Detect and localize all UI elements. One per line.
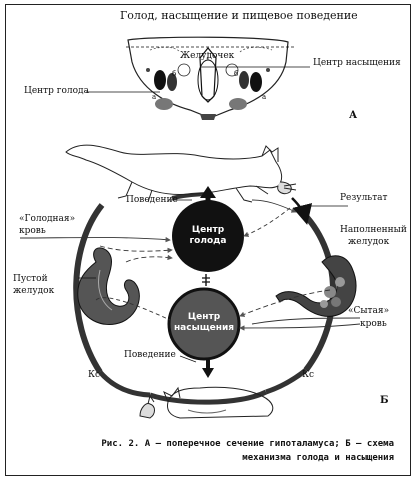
panel-a-marker: А <box>349 110 358 121</box>
full-stomach-label-1: Наполненный <box>340 225 407 235</box>
satiety-center-line-1: Центр <box>187 312 221 322</box>
behavior-top-label: Поведение <box>126 195 178 205</box>
hunger-center-line-1: Центр <box>191 225 225 235</box>
result-label: Результат <box>340 193 388 203</box>
ventricle-label: Желудочек <box>180 51 235 61</box>
sated-blood-label-2: кровь <box>360 319 387 329</box>
empty-stomach-label-1: Пустой <box>13 274 48 284</box>
empty-stomach-label-2: желудок <box>13 286 55 296</box>
hypothalamus-section <box>127 36 289 120</box>
behavior-bottom-label: Поведение <box>124 350 176 360</box>
sated-blood-label-1: «Сытая» <box>348 306 390 316</box>
caption-line-2: механизма голода и насыщения <box>242 453 394 463</box>
satiety-center-line-2: насыщения <box>173 323 235 333</box>
result-arrow <box>291 197 313 225</box>
cat-resting-drawing <box>139 386 274 419</box>
satiety-center-text: Центр насыщения <box>168 312 240 334</box>
cat-eating-drawing <box>65 144 297 203</box>
satiety-center-circle <box>167 287 241 361</box>
hunger-center-line-2: голода <box>189 236 227 246</box>
figure-caption: Рис. 2. А – поперечное сечение гипоталам… <box>40 437 394 465</box>
panel-b-leader-lines <box>78 199 348 363</box>
panel-a-leader-lines <box>86 46 310 93</box>
ks-left-label: Кс <box>88 370 101 380</box>
satiety-center-label-a: Центр насыщения <box>313 58 401 68</box>
full-stomach-label-2: желудок <box>348 237 390 247</box>
panel-b-marker: Б <box>380 395 389 406</box>
mark-b-right: б <box>234 70 239 78</box>
empty-stomach-drawing <box>77 247 140 326</box>
hungry-blood-label-2: кровь <box>19 226 46 236</box>
full-stomach-drawing <box>275 255 357 317</box>
figure-frame <box>5 4 411 476</box>
hunger-center-text: Центр голода <box>178 225 238 247</box>
mark-a-left: а <box>152 93 157 101</box>
signal-arrows <box>19 199 361 331</box>
hunger-center-label-a: Центр голода <box>24 86 89 96</box>
hunger-center-circle <box>172 200 244 272</box>
feedback-loop-ring <box>73 192 336 405</box>
mark-a-right: а <box>262 93 267 101</box>
caption-line-1: Рис. 2. А – поперечное сечение гипоталам… <box>101 439 394 449</box>
mark-b-left: б <box>172 70 177 78</box>
ks-right-label: Кс <box>302 370 315 380</box>
hungry-blood-label-1: «Голодная» <box>19 214 76 224</box>
figure-title: Голод, насыщение и пищевое поведение <box>120 9 358 22</box>
